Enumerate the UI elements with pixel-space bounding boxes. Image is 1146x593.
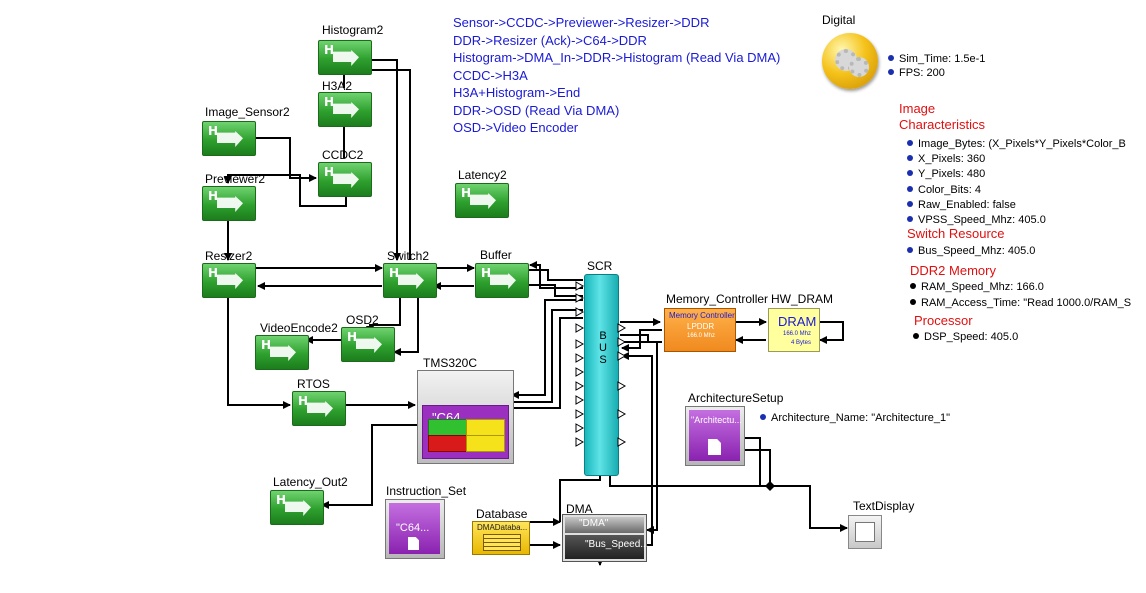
ddr2-param: RAM_Access_Time: "Read 1000.0/RAM_S bbox=[910, 295, 1131, 311]
histogram2-block[interactable]: H bbox=[318, 40, 372, 75]
bus-text: BUS bbox=[597, 330, 609, 366]
block-arrow-icon bbox=[307, 401, 333, 417]
processor-param: DSP_Speed: 405.0 bbox=[913, 331, 1018, 343]
previewer2-label: Previewer2 bbox=[205, 172, 266, 186]
resizer2-block[interactable]: H bbox=[202, 263, 256, 298]
flow-line: H3A+Histogram->End bbox=[453, 85, 581, 100]
block-arrow-icon bbox=[356, 337, 382, 353]
image-param: VPSS_Speed_Mhz: 405.0 bbox=[907, 213, 1126, 228]
tms320c-label: TMS320C bbox=[423, 356, 478, 370]
videoencode2-block[interactable]: H bbox=[255, 335, 309, 370]
ddr2-param: RAM_Speed_Mhz: 166.0 bbox=[910, 279, 1131, 295]
resizer2-label: Resizer2 bbox=[205, 249, 253, 263]
image-param: Y_Pixels: 480 bbox=[907, 167, 1126, 182]
dma-label: DMA bbox=[566, 502, 593, 516]
block-arrow-icon bbox=[398, 273, 424, 289]
switch-resource-title: Switch Resource bbox=[907, 226, 1005, 241]
latency-out2-block[interactable]: H bbox=[270, 490, 324, 525]
image-sensor2-block[interactable]: H bbox=[202, 121, 256, 156]
rtos-label: RTOS bbox=[297, 377, 330, 391]
ccdc2-label: CCDC2 bbox=[322, 148, 364, 162]
database-block[interactable]: DMADataba... bbox=[472, 521, 530, 555]
osd2-block[interactable]: H bbox=[341, 327, 395, 362]
block-arrow-icon bbox=[217, 273, 243, 289]
text-display-label: TextDisplay bbox=[853, 499, 915, 513]
image-param: Raw_Enabled: false bbox=[907, 198, 1126, 213]
block-arrow-icon bbox=[285, 500, 311, 516]
block-arrow-icon bbox=[270, 345, 296, 361]
h3a2-label: H3A2 bbox=[322, 79, 353, 93]
memory-controller-block[interactable]: Memory Controller LPDDR 166.0 Mhz bbox=[664, 308, 736, 352]
database-label: Database bbox=[476, 507, 528, 521]
flow-line: CCDC->H3A bbox=[453, 67, 528, 83]
digital-label: Digital bbox=[822, 13, 856, 27]
instruction-set-label: Instruction_Set bbox=[386, 484, 467, 498]
processor-title: Processor bbox=[914, 313, 973, 328]
architecture-setup-block[interactable]: "Architectu... bbox=[685, 406, 745, 466]
tms320c-block[interactable]: "C64... bbox=[417, 370, 514, 464]
architecture-name-param: Architecture_Name: "Architecture_1" bbox=[760, 412, 950, 424]
flow-list: Sensor->CCDC->Previewer->Resizer->DDR DD… bbox=[453, 14, 780, 137]
memory-controller-label: Memory_Controller bbox=[666, 292, 769, 306]
image-sensor2-label: Image_Sensor2 bbox=[205, 105, 290, 119]
image-param: Color_Bits: 4 bbox=[907, 183, 1126, 198]
flow-line: OSD->Video Encoder bbox=[453, 120, 579, 135]
fps-param: FPS: 200 bbox=[888, 67, 945, 79]
ccdc2-block[interactable]: H bbox=[318, 162, 372, 197]
switch2-block[interactable]: H bbox=[383, 263, 437, 298]
scr-label: SCR bbox=[587, 259, 613, 273]
flow-line: DDR->OSD (Read Via DMA) bbox=[453, 102, 620, 118]
flow-line: Histogram->DMA_In->DDR->Histogram (Read … bbox=[453, 50, 781, 65]
hw-dram-label: HW_DRAM bbox=[771, 292, 833, 306]
flow-line: Sensor->CCDC->Previewer->Resizer->DDR bbox=[453, 15, 710, 30]
scr-bus-block[interactable]: BUS bbox=[584, 274, 619, 476]
wire-ccdc-previewer bbox=[224, 174, 347, 207]
block-arrow-icon bbox=[217, 131, 243, 147]
block-arrow-icon bbox=[333, 172, 359, 188]
wire-histogram-switch bbox=[370, 59, 401, 261]
document-icon bbox=[708, 439, 721, 455]
image-param: X_Pixels: 360 bbox=[907, 152, 1126, 167]
image-param-list: Image_Bytes: (X_Pixels*Y_Pixels*Color_B … bbox=[907, 137, 1126, 228]
wire-sensor-ccdc bbox=[256, 137, 317, 182]
histogram2-label: Histogram2 bbox=[322, 23, 384, 37]
digital-gear-icon[interactable] bbox=[822, 33, 878, 89]
block-arrow-icon bbox=[333, 50, 359, 66]
rtos-block[interactable]: H bbox=[292, 391, 346, 426]
instruction-set-block[interactable]: "C64... bbox=[385, 499, 445, 559]
latency2-block[interactable]: H bbox=[455, 183, 509, 218]
block-arrow-icon bbox=[333, 102, 359, 118]
block-arrow-icon bbox=[470, 193, 496, 209]
text-display-block[interactable] bbox=[848, 515, 882, 549]
dma-block[interactable]: "DMA" "Bus_Speed... bbox=[562, 514, 649, 562]
switch2-label: Switch2 bbox=[387, 249, 430, 263]
buffer-label: Buffer bbox=[480, 248, 512, 262]
image-characteristics-title: Image Characteristics bbox=[899, 101, 985, 132]
scr-ports bbox=[575, 281, 627, 447]
hw-dram-block[interactable]: DRAM 166.0 Mhz 4 Bytes bbox=[768, 308, 820, 352]
previewer2-block[interactable]: H bbox=[202, 186, 256, 221]
latency2-label: Latency2 bbox=[458, 168, 507, 182]
flow-line: DDR->Resizer (Ack)->C64->DDR bbox=[453, 32, 647, 48]
document-icon bbox=[408, 537, 419, 550]
sim-time-param: Sim_Time: 1.5e-1 bbox=[888, 53, 985, 65]
block-arrow-icon bbox=[217, 196, 243, 212]
h3a2-block[interactable]: H bbox=[318, 92, 372, 127]
latency-out2-label: Latency_Out2 bbox=[273, 475, 348, 489]
switch-param: Bus_Speed_Mhz: 405.0 bbox=[907, 245, 1035, 257]
ddr2-param-list: RAM_Speed_Mhz: 166.0 RAM_Access_Time: "R… bbox=[910, 279, 1131, 311]
osd2-label: OSD2 bbox=[346, 313, 379, 327]
buffer-block[interactable]: H bbox=[475, 263, 529, 298]
image-param: Image_Bytes: (X_Pixels*Y_Pixels*Color_B bbox=[907, 137, 1126, 152]
videoencode2-label: VideoEncode2 bbox=[260, 321, 338, 335]
ddr2-memory-title: DDR2 Memory bbox=[910, 263, 996, 278]
architecture-setup-label: ArchitectureSetup bbox=[688, 391, 784, 405]
block-arrow-icon bbox=[490, 273, 516, 289]
